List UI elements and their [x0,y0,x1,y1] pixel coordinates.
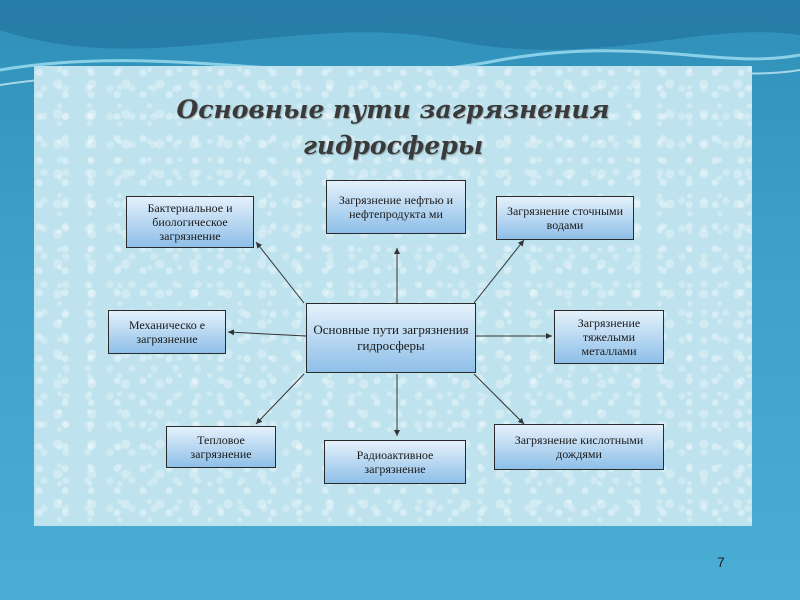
arrow-to-acid-rain [473,373,525,425]
node-oil: Загрязнение нефтью и нефтепродукта ми [326,180,466,234]
node-radioactive: Радиоактивное загрязнение [324,440,466,484]
arrow-to-bacterial [255,241,305,304]
node-bacterial: Бактериальное и биологическое загрязнени… [126,196,254,248]
node-acid-rain: Загрязнение кислотными дождями [494,424,664,470]
slide-title-line1: Основные пути загрязнения [176,95,610,124]
node-center: Основные пути загрязнения гидросферы [306,303,476,373]
node-sewage: Загрязнение сточными водами [496,196,634,240]
connector-lines [227,239,552,436]
slide-title-line2: гидросферы [302,131,484,160]
node-mechanical: Механическо е загрязнение [108,310,226,354]
node-thermal: Тепловое загрязнение [166,426,276,468]
arrow-to-thermal [255,373,305,425]
page-number: 7 [717,554,725,570]
node-heavy-metals: Загрязнение тяжелыми металлами [554,310,664,364]
arrow-to-sewage [473,239,525,304]
arrow-to-mechanical [227,329,307,337]
slide-panel: Основные пути загрязнения гидросферы Бак… [34,66,752,570]
